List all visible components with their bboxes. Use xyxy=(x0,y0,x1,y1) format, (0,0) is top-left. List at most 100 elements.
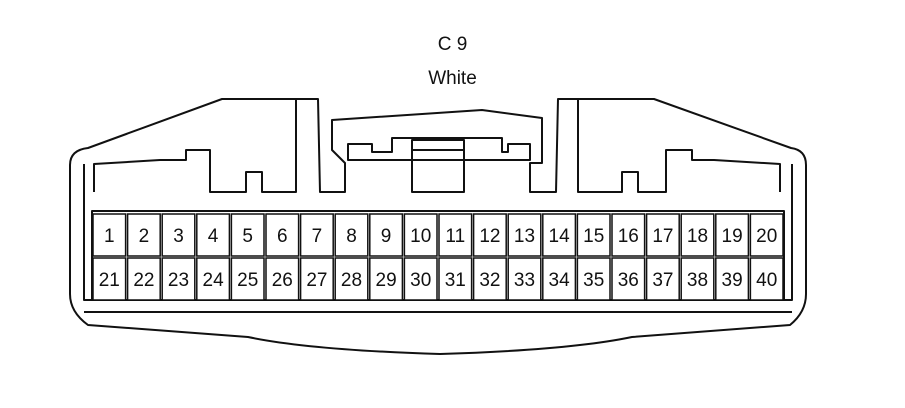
pin-number: 22 xyxy=(133,270,154,291)
pin-cavity xyxy=(334,213,369,257)
pin-30: 30 xyxy=(403,257,438,301)
pin-22: 22 xyxy=(126,257,161,301)
pin-number: 18 xyxy=(687,226,708,247)
pin-number: 10 xyxy=(410,226,431,247)
pin-cavity xyxy=(403,257,438,301)
pin-21: 21 xyxy=(92,257,127,301)
pin-number: 19 xyxy=(722,226,743,247)
housing-outline xyxy=(69,98,807,355)
pin-cavity xyxy=(680,257,715,301)
pin-28: 28 xyxy=(334,257,369,301)
pin-cavity xyxy=(611,257,646,301)
pin-19: 19 xyxy=(715,213,750,257)
pin-4: 4 xyxy=(196,213,231,257)
pin-cavity xyxy=(680,213,715,257)
pin-number: 38 xyxy=(687,270,708,291)
pin-number: 6 xyxy=(277,226,288,247)
pin-34: 34 xyxy=(542,257,577,301)
pin-cavity xyxy=(126,257,161,301)
pin-9: 9 xyxy=(369,213,404,257)
pin-number: 36 xyxy=(618,270,639,291)
pin-number: 29 xyxy=(376,270,397,291)
pin-11: 11 xyxy=(438,213,473,257)
pin-number: 31 xyxy=(445,270,466,291)
pin-block-outline xyxy=(91,210,785,301)
pin-number: 9 xyxy=(381,226,392,247)
pin-number: 24 xyxy=(203,270,225,291)
pin-27: 27 xyxy=(299,257,334,301)
pin-cavity xyxy=(196,213,231,257)
pin-number: 39 xyxy=(722,270,743,291)
pin-31: 31 xyxy=(438,257,473,301)
pin-number: 2 xyxy=(139,226,150,247)
pin-number: 33 xyxy=(514,270,535,291)
pin-cavity xyxy=(369,213,404,257)
pin-8: 8 xyxy=(334,213,369,257)
pin-cavity xyxy=(715,213,750,257)
pin-17: 17 xyxy=(645,213,680,257)
connector-color-label: White xyxy=(428,68,477,89)
center-latch xyxy=(347,137,531,161)
pin-cavity xyxy=(334,257,369,301)
pin-15: 15 xyxy=(576,213,611,257)
pin-cavity xyxy=(161,213,196,257)
pin-cavity xyxy=(542,257,577,301)
pin-number: 28 xyxy=(341,270,362,291)
pin-25: 25 xyxy=(230,257,265,301)
pin-number: 17 xyxy=(652,226,673,247)
pin-cavity xyxy=(749,213,784,257)
pin-number: 3 xyxy=(173,226,184,247)
pin-7: 7 xyxy=(299,213,334,257)
pin-6: 6 xyxy=(265,213,300,257)
pin-number: 13 xyxy=(514,226,535,247)
pin-number: 11 xyxy=(445,226,465,247)
pin-cavity xyxy=(507,257,542,301)
pin-cavity xyxy=(230,213,265,257)
pin-number: 21 xyxy=(99,270,120,291)
center-latch-tab xyxy=(411,139,465,193)
pin-33: 33 xyxy=(507,257,542,301)
pin-cavity xyxy=(645,213,680,257)
pin-cavity xyxy=(230,257,265,301)
pin-number: 5 xyxy=(242,226,253,247)
pin-number: 1 xyxy=(104,226,115,247)
pin-cavity xyxy=(161,257,196,301)
pin-26: 26 xyxy=(265,257,300,301)
connector-housing xyxy=(69,98,807,355)
pin-cavity xyxy=(645,257,680,301)
pin-cavity xyxy=(299,213,334,257)
pin-24: 24 xyxy=(196,257,231,301)
pin-10: 10 xyxy=(403,213,438,257)
pin-number: 30 xyxy=(410,270,431,291)
pin-20: 20 xyxy=(749,213,784,257)
pin-14: 14 xyxy=(542,213,577,257)
pin-cavity xyxy=(438,213,473,257)
pin-29: 29 xyxy=(369,257,404,301)
pin-cavity xyxy=(92,213,127,257)
pin-number: 32 xyxy=(479,270,500,291)
pin-32: 32 xyxy=(472,257,507,301)
pin-cavity xyxy=(576,257,611,301)
pin-number: 27 xyxy=(306,270,327,291)
pin-number: 20 xyxy=(756,226,777,247)
pin-37: 37 xyxy=(645,257,680,301)
pin-18: 18 xyxy=(680,213,715,257)
pin-number: 16 xyxy=(618,226,639,247)
pin-38: 38 xyxy=(680,257,715,301)
pin-cavity xyxy=(92,257,127,301)
pin-number: 15 xyxy=(583,226,604,247)
pin-number: 25 xyxy=(237,270,258,291)
pin-12: 12 xyxy=(472,213,507,257)
pin-number: 34 xyxy=(549,270,571,291)
right-lock-block xyxy=(577,99,781,193)
pin-number: 23 xyxy=(168,270,189,291)
pin-36: 36 xyxy=(611,257,646,301)
pin-cavity xyxy=(749,257,784,301)
pin-cavity xyxy=(715,257,750,301)
pin-13: 13 xyxy=(507,213,542,257)
pin-number: 37 xyxy=(652,270,673,291)
pin-1: 1 xyxy=(92,213,127,257)
pin-number: 8 xyxy=(346,226,357,247)
pin-39: 39 xyxy=(715,257,750,301)
pin-cavity xyxy=(126,213,161,257)
